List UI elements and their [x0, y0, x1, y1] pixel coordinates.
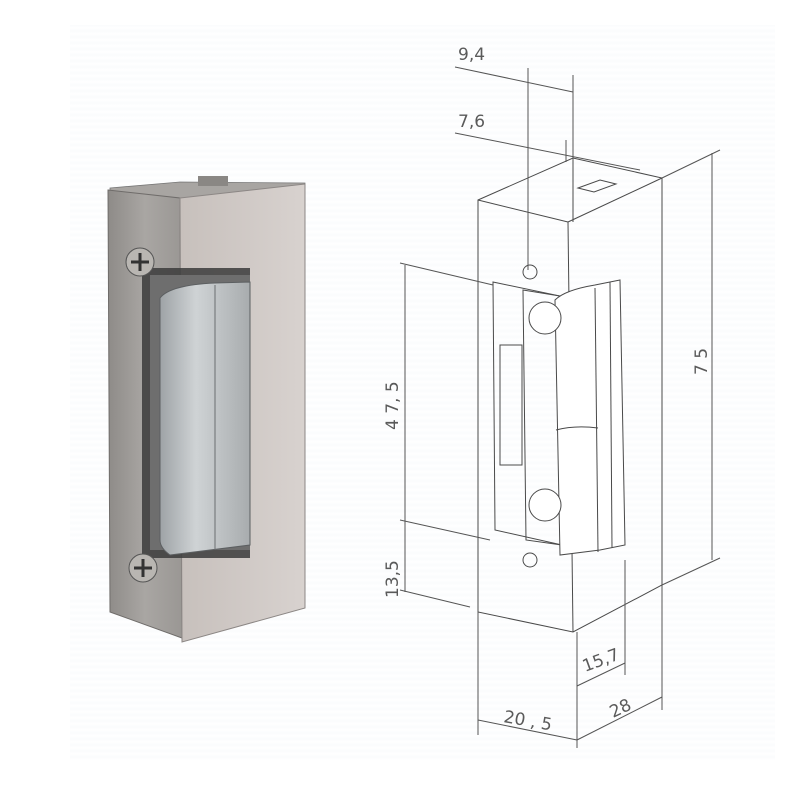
dim-28: 28 — [607, 695, 635, 722]
dim-13-5: 13,5 — [383, 560, 403, 598]
screw-hole-icon — [522, 264, 538, 280]
screw-icon — [128, 553, 158, 583]
dim-47-5: 4 7, 5 — [383, 381, 403, 430]
dimension-labels: 9,4 7,6 4 7, 5 13,5 7 5 15,7 28 20 , 5 — [383, 45, 712, 735]
dim-9-4: 9,4 — [458, 45, 485, 65]
dim-75: 7 5 — [692, 348, 712, 375]
dim-20-5: 20 , 5 — [502, 707, 553, 735]
dim-15-7: 15,7 — [580, 645, 622, 677]
screw-icon — [125, 247, 155, 277]
top-slot — [198, 176, 228, 186]
dim-7-6: 7,6 — [458, 112, 485, 132]
screw-hole-icon — [522, 552, 538, 568]
